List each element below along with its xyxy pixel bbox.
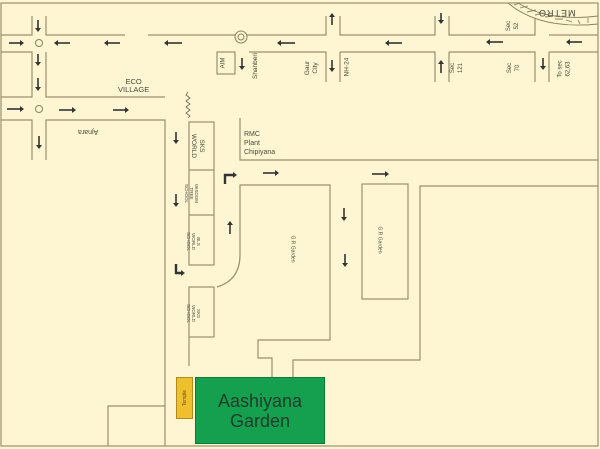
shahberi-label: Shahberi bbox=[252, 52, 260, 80]
eco-village-label: ECO VILLAGE bbox=[118, 77, 150, 94]
gr-garden-right-label: G.R Garden bbox=[376, 226, 383, 254]
metro-label: METRO bbox=[538, 8, 576, 18]
sec52-label: Sec 52 bbox=[506, 20, 521, 32]
sks-world-label: SKS WORLD bbox=[190, 133, 206, 159]
to-sec-62-63-label: To sec 62,63 bbox=[557, 60, 572, 78]
temple-label: Temple bbox=[181, 389, 188, 407]
gaur-city-label: Gaur City bbox=[304, 60, 320, 76]
temple-marker: Temple bbox=[176, 377, 193, 419]
rmc-plant-label: RMC Plant Chipiyana bbox=[244, 131, 276, 156]
gr-garden-left-label: G.R Garden bbox=[289, 235, 296, 263]
sec121-label: Sec 121 bbox=[450, 62, 465, 74]
aim-label: AIM bbox=[220, 57, 227, 69]
nh24-label: NH-24 bbox=[343, 57, 351, 77]
wisdom-tree-school-label: WISDOM TREE SCHOOL bbox=[184, 183, 200, 204]
project-name-line1: Aashiyana bbox=[217, 390, 303, 411]
project-name-line2: Garden bbox=[229, 410, 291, 431]
sks-world-school-label: SKS WORLD SCHOOL bbox=[186, 303, 202, 324]
aashiyana-garden-project[interactable]: Aashiyana Garden bbox=[195, 377, 325, 444]
bls-world-school-label: BLS WORLD SCHOOL bbox=[186, 231, 202, 252]
sec70-label: Sec 70 bbox=[507, 62, 522, 74]
ajnara-label: Ajnara bbox=[78, 128, 99, 135]
